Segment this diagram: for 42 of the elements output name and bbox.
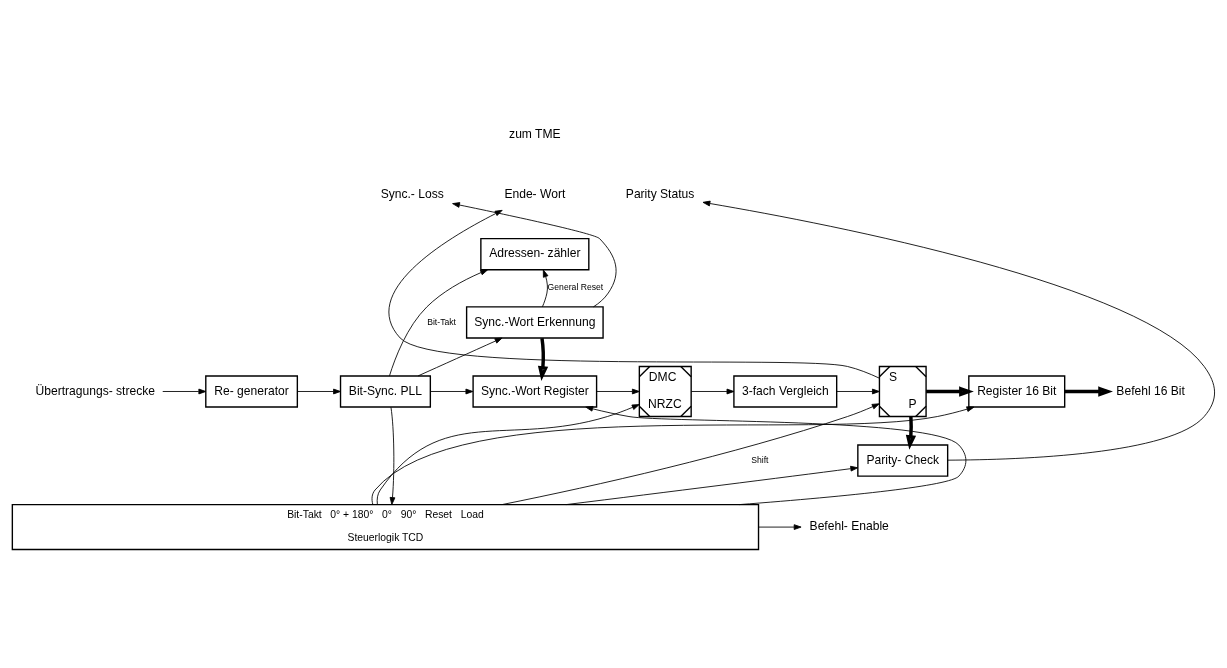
edge-label: Shift [751,454,769,465]
node-text: Ende- Wort [504,186,566,201]
label: zum TME [509,126,561,141]
arrow [690,388,735,394]
node-text: Befehl 16 Bit [1116,383,1185,398]
node-box: Bit-Sync. PLL [339,374,432,408]
node-text: Sync.- Loss [380,186,444,201]
arrow [417,337,503,376]
arrow [836,388,880,394]
node-box: Register 16 Bit [968,374,1066,408]
node-box: Bit-Takt 0° + 180° 0° 90° Reset Load Steuerlogik TCD [11,503,760,550]
arrow [702,200,1215,461]
node-text: Parity Status [625,186,695,201]
arrow [1064,385,1113,397]
edge-label: General Reset [547,281,604,292]
arrow [501,402,880,505]
node-box: 3-fach Vergleich [733,374,838,408]
edge-label: Bit-Takt [427,316,456,327]
node-box: Sync.-Wort Erkennung [465,305,604,339]
arrow [376,403,640,505]
arrow [905,416,917,450]
arrow [389,406,396,505]
node-box: Sync.-Wort Register [472,374,598,408]
arrow [585,405,967,505]
arrow [596,388,640,394]
node-box: Parity- Check [857,443,949,477]
node-text: Befehl- Enable [809,518,889,533]
arrow [542,269,549,307]
node-box: Adressen- zähler [480,237,590,270]
arrow [565,465,859,505]
arrow [926,385,974,397]
arrow [162,388,207,394]
arrow [297,388,341,394]
arrow [758,523,802,530]
arrow [388,209,880,379]
arrow [537,337,549,381]
node-box: Re- generator [205,374,299,408]
arrow [371,405,975,505]
node-text: Übertragungs- strecke [35,383,155,398]
arrow [429,388,474,394]
arrow [389,268,489,376]
arrow [452,201,617,307]
